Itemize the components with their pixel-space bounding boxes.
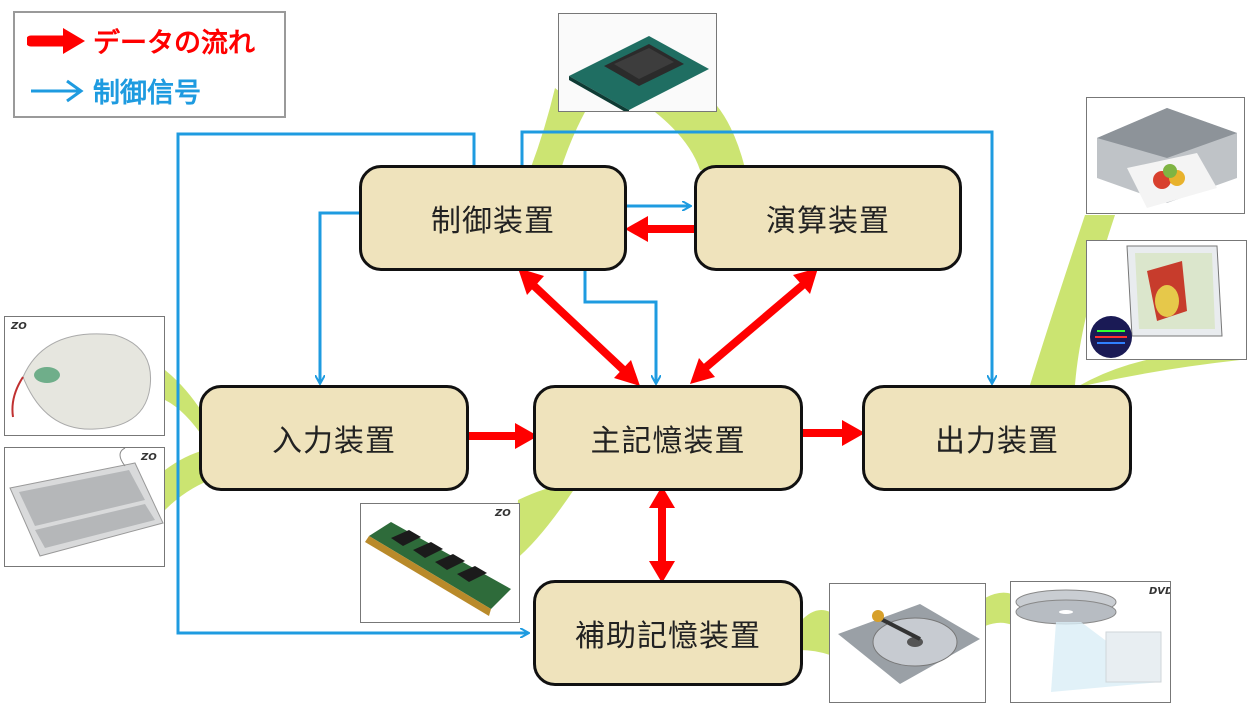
data-arrow-main-arithmetic <box>695 280 807 378</box>
printer-photo <box>1086 97 1245 214</box>
control-line-to-main <box>583 270 656 383</box>
dvd-photo: DVD <box>1010 581 1171 703</box>
legend-control-signal-label: 制御信号 <box>93 78 201 109</box>
legend-control-signal: 制御信号 <box>27 71 201 110</box>
hdd-photo <box>829 583 986 703</box>
memory-module-icon <box>365 522 511 616</box>
connector-main-ram <box>515 485 575 560</box>
monitor-photo <box>1086 240 1247 360</box>
dvd-label: DVD <box>1149 586 1171 597</box>
connector-input-keyboard <box>165 450 210 510</box>
auxiliary-memory-box: 補助記憶装置 <box>533 580 803 686</box>
mouse-icon <box>11 333 152 430</box>
corner-mark-mouse: ZO <box>11 321 27 332</box>
cpu-chip-icon <box>569 36 709 111</box>
input-device-box: 入力装置 <box>199 385 469 491</box>
connector-hdd-dvd <box>985 592 1012 626</box>
input-device-label: 入力装置 <box>272 424 396 459</box>
main-memory-label: 主記憶装置 <box>590 424 746 459</box>
corner-mark-ram: ZO <box>495 508 511 519</box>
keyboard-icon <box>9 448 164 557</box>
dvd-disc-icon <box>1015 589 1162 692</box>
arithmetic-unit-label: 演算装置 <box>766 204 890 239</box>
legend-data-flow-label: データの流れ <box>93 28 255 59</box>
legend: データの流れ 制御信号 <box>13 11 286 118</box>
arithmetic-unit-box: 演算装置 <box>694 165 962 271</box>
connector-aux-hdd <box>800 609 830 655</box>
main-memory-box: 主記憶装置 <box>533 385 803 491</box>
corner-mark-keyboard: ZO <box>141 452 157 463</box>
output-device-label: 出力装置 <box>935 424 1059 459</box>
cpu-photo <box>558 13 717 112</box>
auxiliary-memory-label: 補助記憶装置 <box>575 619 761 654</box>
control-unit-box: 制御装置 <box>359 165 627 271</box>
connector-input-mouse <box>165 370 210 440</box>
data-arrow-main-control <box>529 281 635 381</box>
control-line-to-auxiliary <box>176 132 528 633</box>
blue-arrow-icon <box>31 79 84 102</box>
monitor-icon <box>1090 245 1223 358</box>
printer-icon <box>1097 108 1237 208</box>
keyboard-photo: ZO <box>4 447 165 567</box>
hard-disk-icon <box>838 604 980 684</box>
control-line-to-output <box>520 130 992 383</box>
mouse-photo: ZO <box>4 316 165 436</box>
control-unit-label: 制御装置 <box>431 204 555 239</box>
control-line-to-input <box>320 211 360 383</box>
legend-data-flow: データの流れ <box>27 21 255 60</box>
red-arrow-icon <box>27 27 85 54</box>
ram-photo: ZO <box>360 503 520 623</box>
output-device-box: 出力装置 <box>862 385 1132 491</box>
